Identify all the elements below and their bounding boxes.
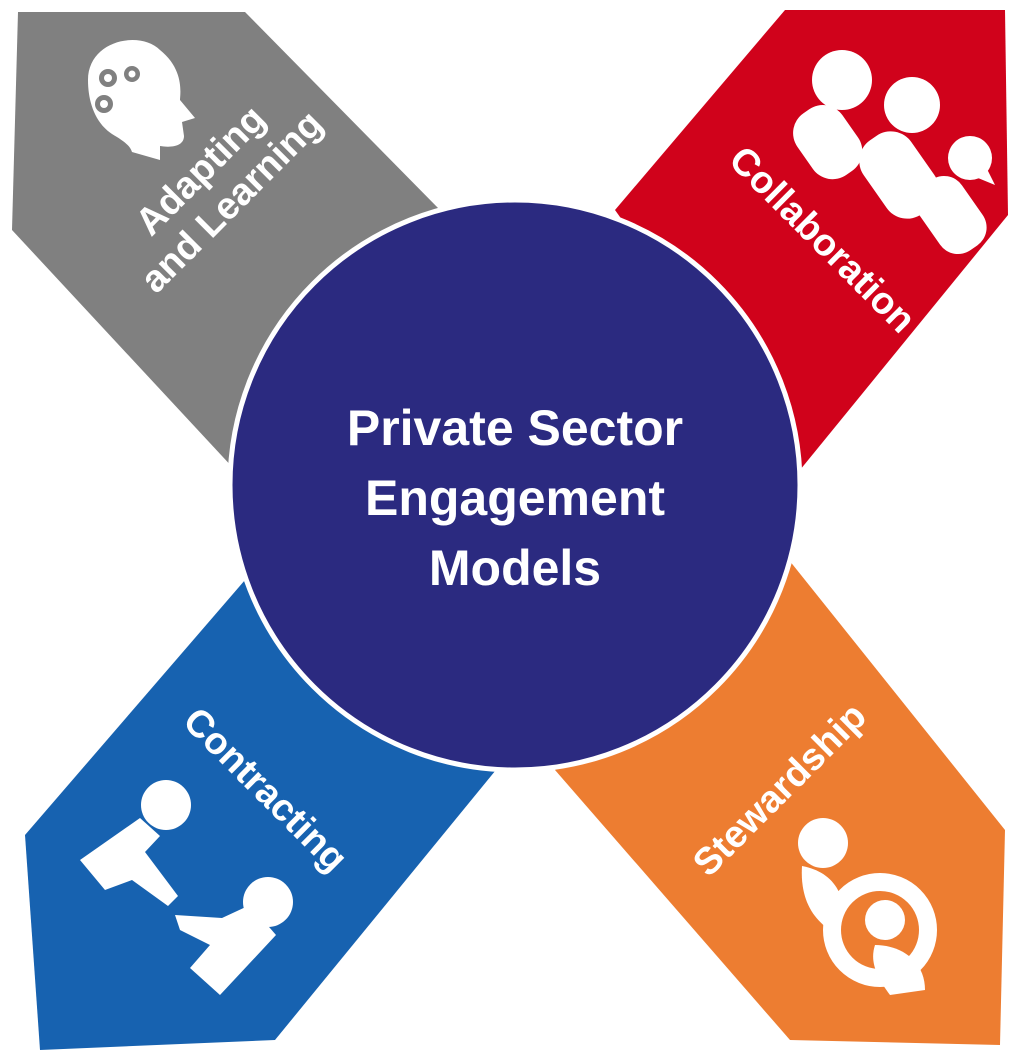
steward-people-icon [798,818,937,995]
handshake-people-icon [80,780,293,995]
center-title-line2: Engagement [365,470,665,526]
arm-adapting-learning: Adapting and Learning [12,12,440,470]
center-circle [227,197,803,773]
center-title-line3: Models [429,540,601,596]
center-title-line1: Private Sector [347,400,683,456]
group-people-icon [793,50,995,255]
arm-collaboration: Collaboration [615,10,1008,470]
center-hub: Private Sector Engagement Models [227,197,803,773]
head-gears-icon [88,40,195,160]
